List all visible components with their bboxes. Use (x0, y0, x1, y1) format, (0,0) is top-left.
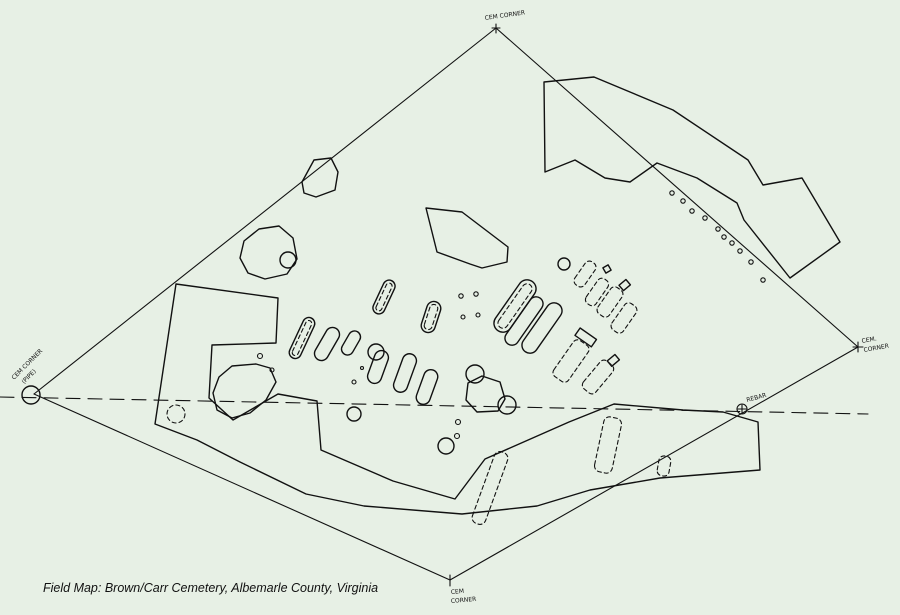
possible-grave (471, 451, 509, 525)
corner-pipe-marker (21, 385, 41, 405)
small-stones (256, 291, 481, 440)
possible-grave (552, 339, 590, 383)
svg-text:CEM: CEM (451, 588, 465, 596)
tree-trunk (279, 251, 297, 269)
headstone (606, 353, 621, 367)
grave (415, 368, 439, 406)
grave (372, 279, 396, 315)
svg-text:CEM CORNER: CEM CORNER (484, 9, 525, 22)
headstone (618, 278, 632, 292)
rebar-marker (736, 403, 748, 415)
grave (313, 326, 341, 362)
grave (288, 316, 316, 360)
tree-trunk (346, 406, 362, 422)
possible-grave (584, 277, 610, 307)
corner-marker-top (491, 23, 501, 34)
upper-right-area-outline (543, 76, 841, 279)
baseline-dashed (0, 396, 869, 415)
possible-grave-dashed (166, 404, 186, 424)
possible-grave (596, 286, 624, 318)
stone-outline (425, 207, 509, 269)
boundary-stone-row (669, 190, 766, 283)
tree-canopy (301, 157, 339, 198)
lower-enclosure-outline (154, 283, 761, 515)
tree-trunk (497, 395, 517, 415)
corner-label-right: CEM. CORNER (861, 335, 889, 354)
headstone (574, 327, 598, 348)
grave (521, 302, 563, 354)
grave (420, 300, 442, 334)
grave (493, 279, 537, 333)
tree-trunk (557, 257, 571, 271)
cemetery-boundary (33, 27, 859, 581)
possible-grave (656, 455, 672, 477)
grave (340, 330, 362, 356)
svg-text:CORNER: CORNER (863, 343, 889, 354)
grave (392, 353, 418, 393)
headstone (602, 264, 612, 274)
corner-label-left: CEM CORNER (PIPE) (10, 348, 44, 386)
tree-canopy (465, 375, 506, 413)
map-caption: Field Map: Brown/Carr Cemetery, Albemarl… (43, 581, 379, 595)
corner-label-top: CEM CORNER (484, 9, 525, 22)
svg-text:CORNER: CORNER (451, 596, 477, 605)
corner-label-bottom: CEM CORNER (451, 588, 477, 605)
possible-grave (573, 260, 597, 288)
rebar-label: REBAR (746, 392, 767, 404)
tree-trunk (437, 437, 455, 455)
svg-text:CEM.: CEM. (861, 335, 877, 345)
grave (366, 349, 390, 385)
corner-marker-right (852, 341, 864, 353)
grave (504, 296, 544, 346)
tree-trunk (367, 343, 385, 361)
svg-text:REBAR: REBAR (746, 392, 767, 404)
possible-grave (593, 416, 623, 474)
tree-trunk (465, 364, 485, 384)
possible-grave (610, 302, 638, 334)
tree-canopy (212, 363, 277, 419)
